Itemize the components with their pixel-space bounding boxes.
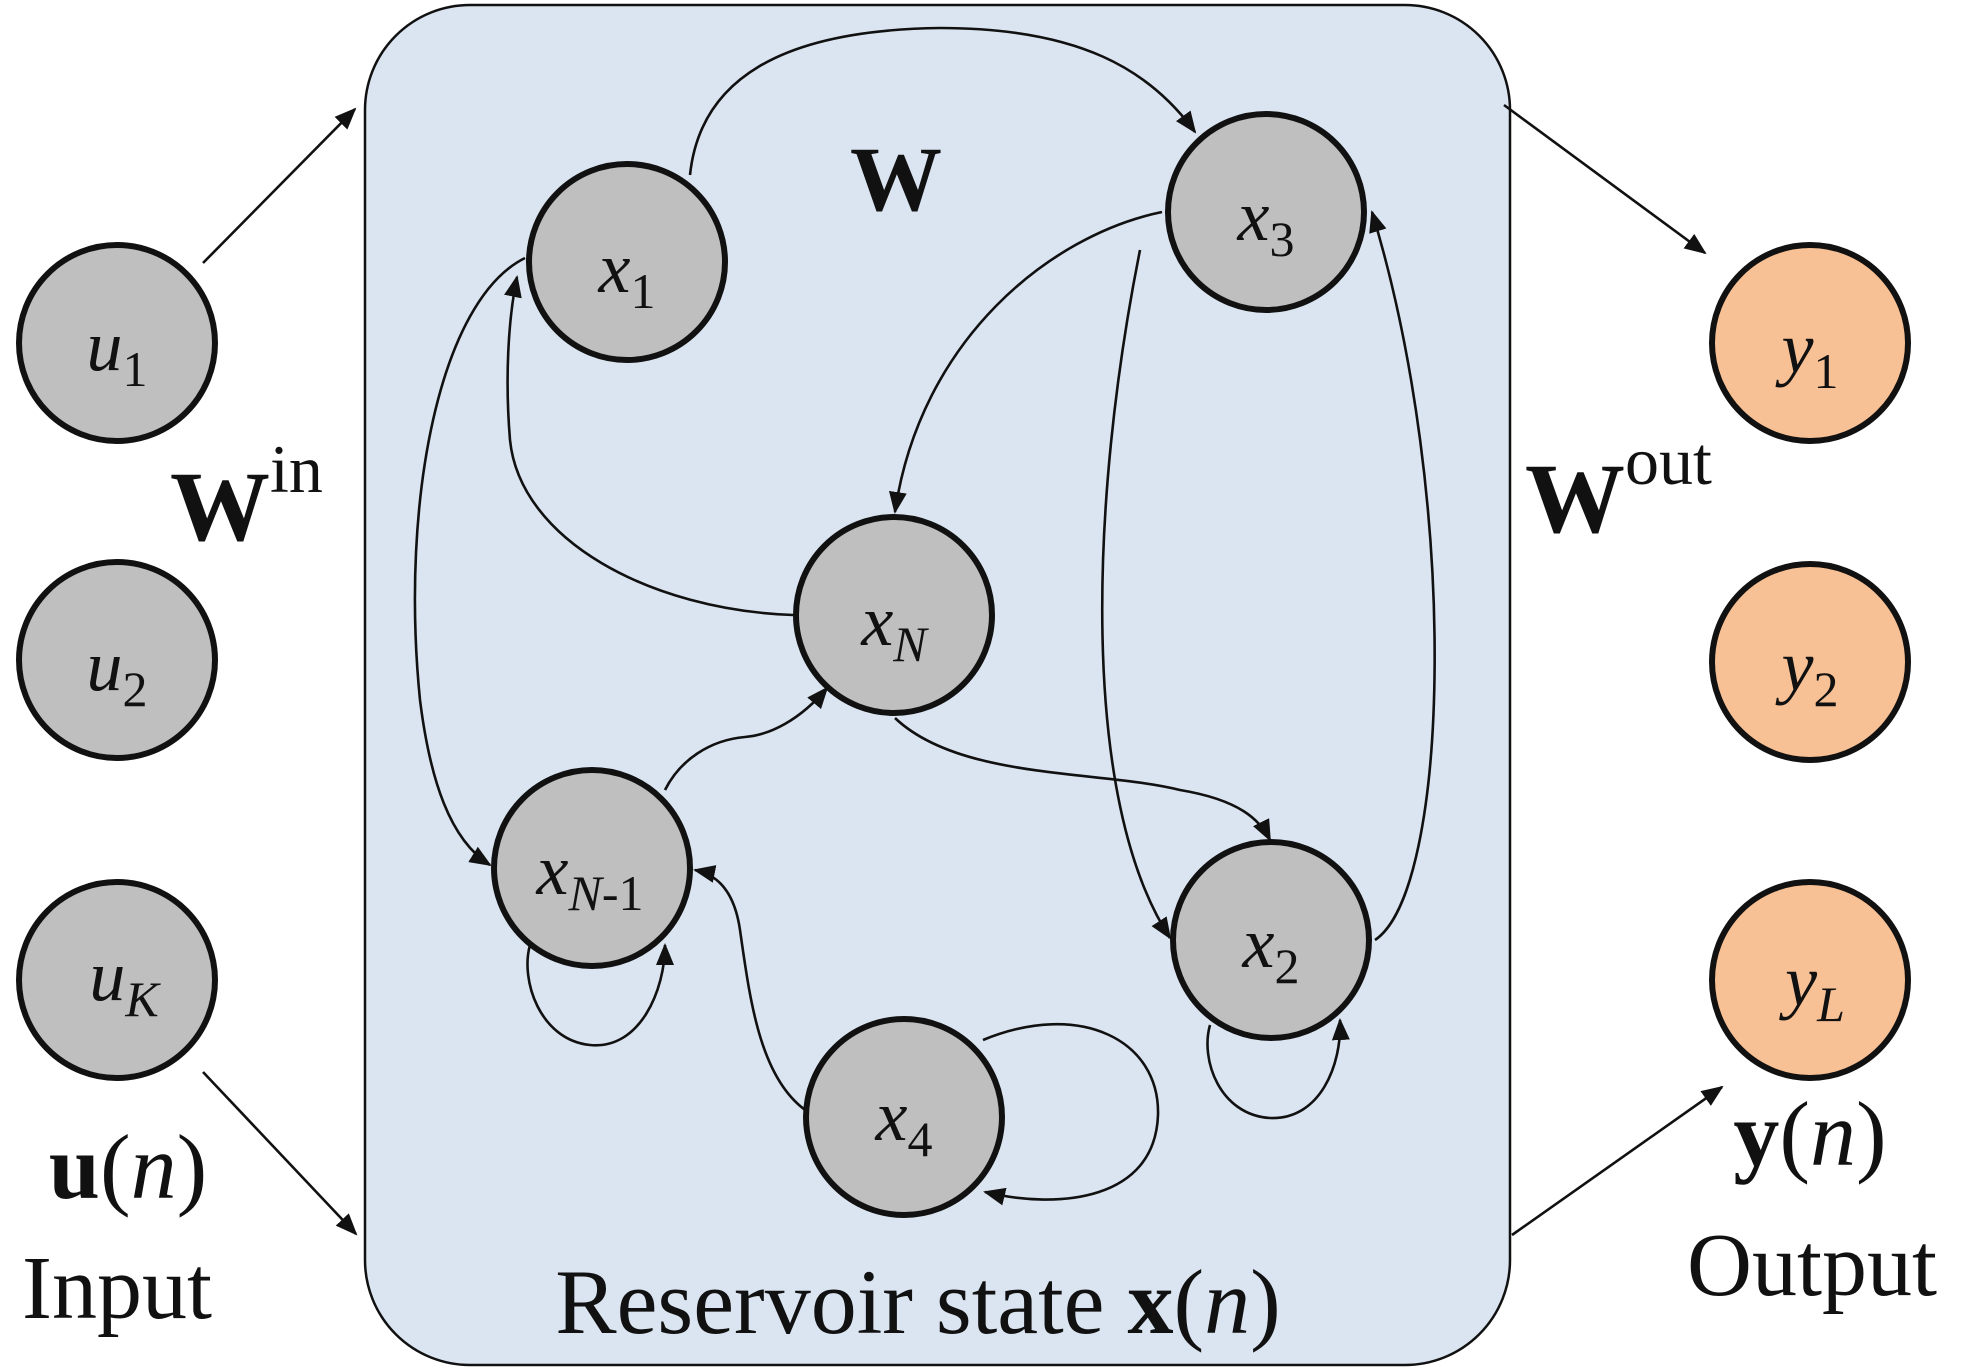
node-x2: x2 (1170, 839, 1372, 1041)
input-node-u1-base: u (87, 306, 123, 386)
output-arrow-bottom (1511, 1085, 1724, 1237)
output-vector-label: y(n) (1733, 1083, 1886, 1185)
edge-x4-xN1 (693, 865, 809, 1114)
input-node-u2-base: u (87, 626, 123, 706)
node-xN-base: x (860, 581, 893, 661)
input-weights-label: Win (170, 431, 323, 562)
node-x2-base: x (1242, 903, 1275, 983)
edge-x3-x2 (1100, 249, 1172, 940)
output-node-y1-sub: 1 (1813, 343, 1838, 399)
input-node-u2-sub: 2 (123, 661, 148, 717)
input-arrow-top (202, 107, 357, 264)
node-xN1-base: x (536, 830, 569, 910)
input-node-uK: uK (16, 879, 218, 1081)
node-x4-sub: 4 (907, 1111, 932, 1167)
reservoir-vector-symbol: x (1127, 1251, 1173, 1353)
svg-text:y1: y1 (1775, 308, 1839, 399)
edge-x1-x3 (688, 26, 1197, 176)
output-vector-arg: n (1810, 1083, 1856, 1185)
output-node-yL-base: y (1778, 941, 1817, 1021)
svg-text:u2: u2 (87, 626, 148, 717)
input-node-u2: u2 (16, 559, 218, 761)
edge-xN-x1 (504, 275, 794, 617)
node-x3-sub: 3 (1269, 211, 1294, 267)
node-x1-sub: 1 (630, 263, 655, 319)
output-node-y2-sub: 2 (1813, 661, 1838, 717)
output-node-yL-sub: L (1816, 976, 1845, 1032)
loop-x4 (982, 1023, 1160, 1206)
edge-x1-xN1 (413, 256, 526, 867)
svg-text:u1: u1 (87, 306, 148, 397)
output-weights-superscript: out (1625, 423, 1712, 499)
input-weights-symbol: W (170, 451, 270, 562)
output-node-y1-base: y (1775, 308, 1814, 388)
input-vector-label: u(n) (49, 1116, 207, 1218)
svg-text:x3: x3 (1237, 176, 1295, 267)
reservoir-caption-text: Reservoir state (555, 1251, 1127, 1353)
output-arrow-top (1503, 103, 1707, 255)
input-node-u1: u1 (16, 242, 218, 444)
svg-text:y2: y2 (1775, 626, 1839, 717)
loop-xN1 (526, 943, 674, 1047)
node-xN-sub: N (892, 616, 929, 672)
node-xN1-sub-suffix: -1 (602, 865, 644, 921)
edge-xN1-xN (663, 686, 829, 791)
input-node-uK-sub: K (124, 971, 161, 1027)
output-node-yL: yL (1709, 879, 1911, 1081)
reservoir-weights-label: W (850, 128, 942, 230)
svg-text:x2: x2 (1242, 903, 1300, 994)
node-x3-base: x (1237, 176, 1270, 256)
input-node-uK-base: u (89, 936, 125, 1016)
svg-text:xN: xN (860, 581, 929, 672)
node-x4-base: x (875, 1076, 908, 1156)
output-weights-symbol: W (1525, 443, 1625, 554)
node-xN: xN (793, 514, 995, 716)
svg-text:x4: x4 (875, 1076, 933, 1167)
svg-text:yL: yL (1778, 941, 1845, 1032)
input-vector-arg: n (131, 1116, 177, 1218)
node-x2-sub: 2 (1274, 938, 1299, 994)
node-xN1: xN-1 (491, 767, 693, 969)
input-caption: Input (22, 1239, 212, 1338)
svg-text:xN-1: xN-1 (536, 830, 644, 921)
edge-x2-x3 (1369, 210, 1436, 942)
output-weights-label: Wout (1525, 423, 1712, 554)
output-caption: Output (1687, 1216, 1937, 1315)
input-arrow-bottom (202, 1071, 358, 1236)
node-x3: x3 (1165, 111, 1367, 313)
output-vector-symbol: y (1733, 1083, 1779, 1185)
reservoir-vector-arg: n (1204, 1251, 1250, 1353)
edge-x3-xN (888, 210, 1163, 514)
input-vector-symbol: u (49, 1116, 100, 1218)
svg-text:x1: x1 (598, 228, 656, 319)
output-node-y2-base: y (1775, 626, 1814, 706)
node-x4: x4 (803, 1016, 1005, 1218)
node-x1-base: x (598, 228, 631, 308)
input-weights-superscript: in (270, 431, 323, 507)
output-node-y1: y1 (1709, 242, 1911, 444)
svg-text:uK: uK (89, 936, 161, 1027)
input-node-u1-sub: 1 (123, 341, 148, 397)
node-x1: x1 (526, 161, 728, 363)
loop-x2 (1206, 1018, 1350, 1120)
output-node-y2: y2 (1709, 561, 1911, 763)
edge-xN-x2 (894, 717, 1272, 842)
node-xN1-sub: N (567, 865, 604, 921)
reservoir-caption: Reservoir state x(n) (555, 1251, 1281, 1353)
